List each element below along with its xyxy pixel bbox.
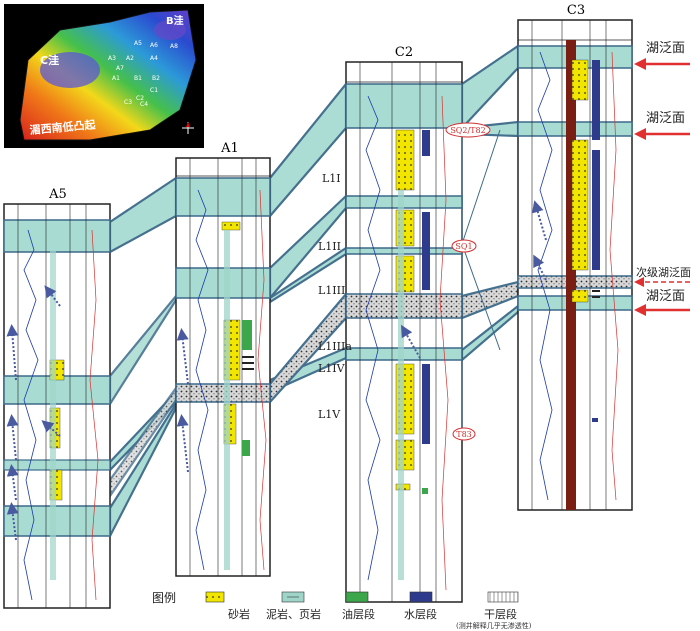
- sequence-markers: SQ2/T82 SQ1 T83: [445, 122, 501, 441]
- legend-item-oil: 油层段: [342, 591, 375, 621]
- marker-sq2-t82: SQ2/T82: [450, 126, 485, 135]
- marker-sq1: SQ1: [455, 242, 472, 251]
- map-well-a4: A4: [150, 55, 158, 62]
- correlation-bands: [108, 43, 520, 537]
- legend-item-dry: 干层段 (测井解释几乎无渗透性): [456, 591, 532, 630]
- map-well-a5: A5: [134, 40, 142, 47]
- map-well-a2: A2: [126, 55, 134, 62]
- well-c3: C3: [517, 3, 633, 511]
- marker-t83: T83: [456, 430, 472, 439]
- legend-label-sand: 砂岩: [228, 607, 250, 621]
- legend-label-dry: 干层段: [484, 607, 517, 621]
- map-well-a3: A3: [108, 55, 116, 62]
- layer-label-l1v: L1V: [318, 408, 341, 421]
- compass-icon: [182, 122, 194, 134]
- legend: 图例 砂岩 泥岩、页岩 油层段 水层段 干层段 (测井解释几乎无渗透性): [152, 591, 532, 630]
- label-lake-flood-3: 湖泛面: [646, 289, 685, 304]
- legend-label-water: 水层段: [404, 607, 437, 621]
- map-well-c3: C3: [124, 99, 132, 106]
- map-well-c4: C4: [140, 101, 148, 108]
- map-well-a1: A1: [112, 75, 120, 82]
- well-c2-title: C2: [395, 45, 413, 60]
- layer-label-l1iv: L1IV: [318, 362, 346, 375]
- well-c3-title: C3: [567, 3, 585, 18]
- map-well-c2: C2: [136, 95, 144, 102]
- layer-label-l1i: L1I: [322, 172, 341, 185]
- legend-note: (测井解释几乎无渗透性): [456, 621, 532, 630]
- layer-label-l1ii: L1II: [318, 240, 341, 253]
- location-map: C洼 B洼 湄西南低凸起 A5 A6 A4 A3 A2 A7 A1 B1 B2 …: [4, 4, 204, 148]
- map-well-labels: A5 A6 A4 A3 A2 A7 A1 B1 B2 C1 C2 C3 C4 A…: [108, 40, 178, 108]
- flood-annotations: 湖泛面 湖泛面 次级湖泛面 湖泛面: [634, 41, 691, 316]
- map-well-b1: B1: [134, 75, 142, 82]
- well-a5-title: A5: [48, 187, 67, 202]
- label-lake-flood-2: 湖泛面: [646, 111, 685, 126]
- legend-item-sand: 砂岩: [205, 591, 250, 621]
- label-secondary-flood: 次级湖泛面: [636, 265, 691, 279]
- map-well-c1: C1: [150, 87, 158, 94]
- well-a1-title: A1: [220, 141, 239, 156]
- legend-label-shale: 泥岩、页岩: [266, 607, 321, 621]
- legend-item-shale: 泥岩、页岩: [266, 591, 321, 621]
- legend-item-water: 水层段: [404, 591, 437, 621]
- legend-title: 图例: [152, 591, 176, 605]
- map-well-a6: A6: [150, 42, 158, 49]
- layer-label-l1iii: L1III: [318, 284, 345, 297]
- map-well-b2: B2: [152, 75, 160, 82]
- map-label-uplift: 湄西南低凸起: [29, 117, 97, 137]
- correlation-layer-labels: L1I L1II L1III L1IIIa L1IV L1V: [318, 172, 352, 421]
- well-a5: A5: [3, 187, 111, 609]
- map-label-c-depression: C洼: [40, 53, 59, 67]
- legend-label-oil: 油层段: [342, 607, 375, 621]
- map-label-b-depression: B洼: [166, 14, 184, 27]
- well-a1: A1: [175, 141, 271, 577]
- label-lake-flood-1: 湖泛面: [646, 41, 685, 56]
- map-well-a8: A8: [170, 43, 178, 50]
- map-well-a7: A7: [116, 65, 124, 72]
- layer-label-l1iiia: L1IIIa: [318, 340, 352, 353]
- well-c2: C2: [345, 45, 463, 603]
